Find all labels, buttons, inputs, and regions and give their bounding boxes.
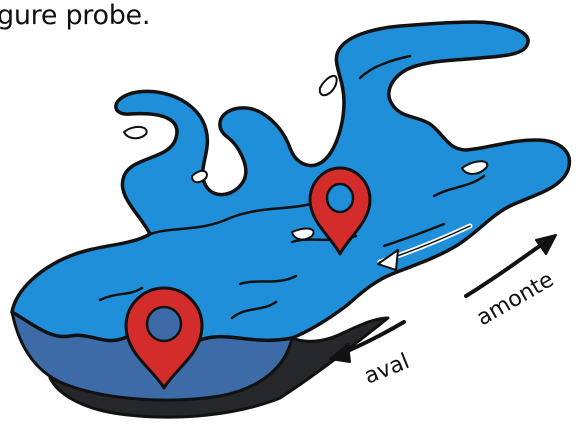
river-water [12,22,569,343]
upstream-label: amonte [473,267,559,331]
downstream-label: aval [361,349,413,389]
